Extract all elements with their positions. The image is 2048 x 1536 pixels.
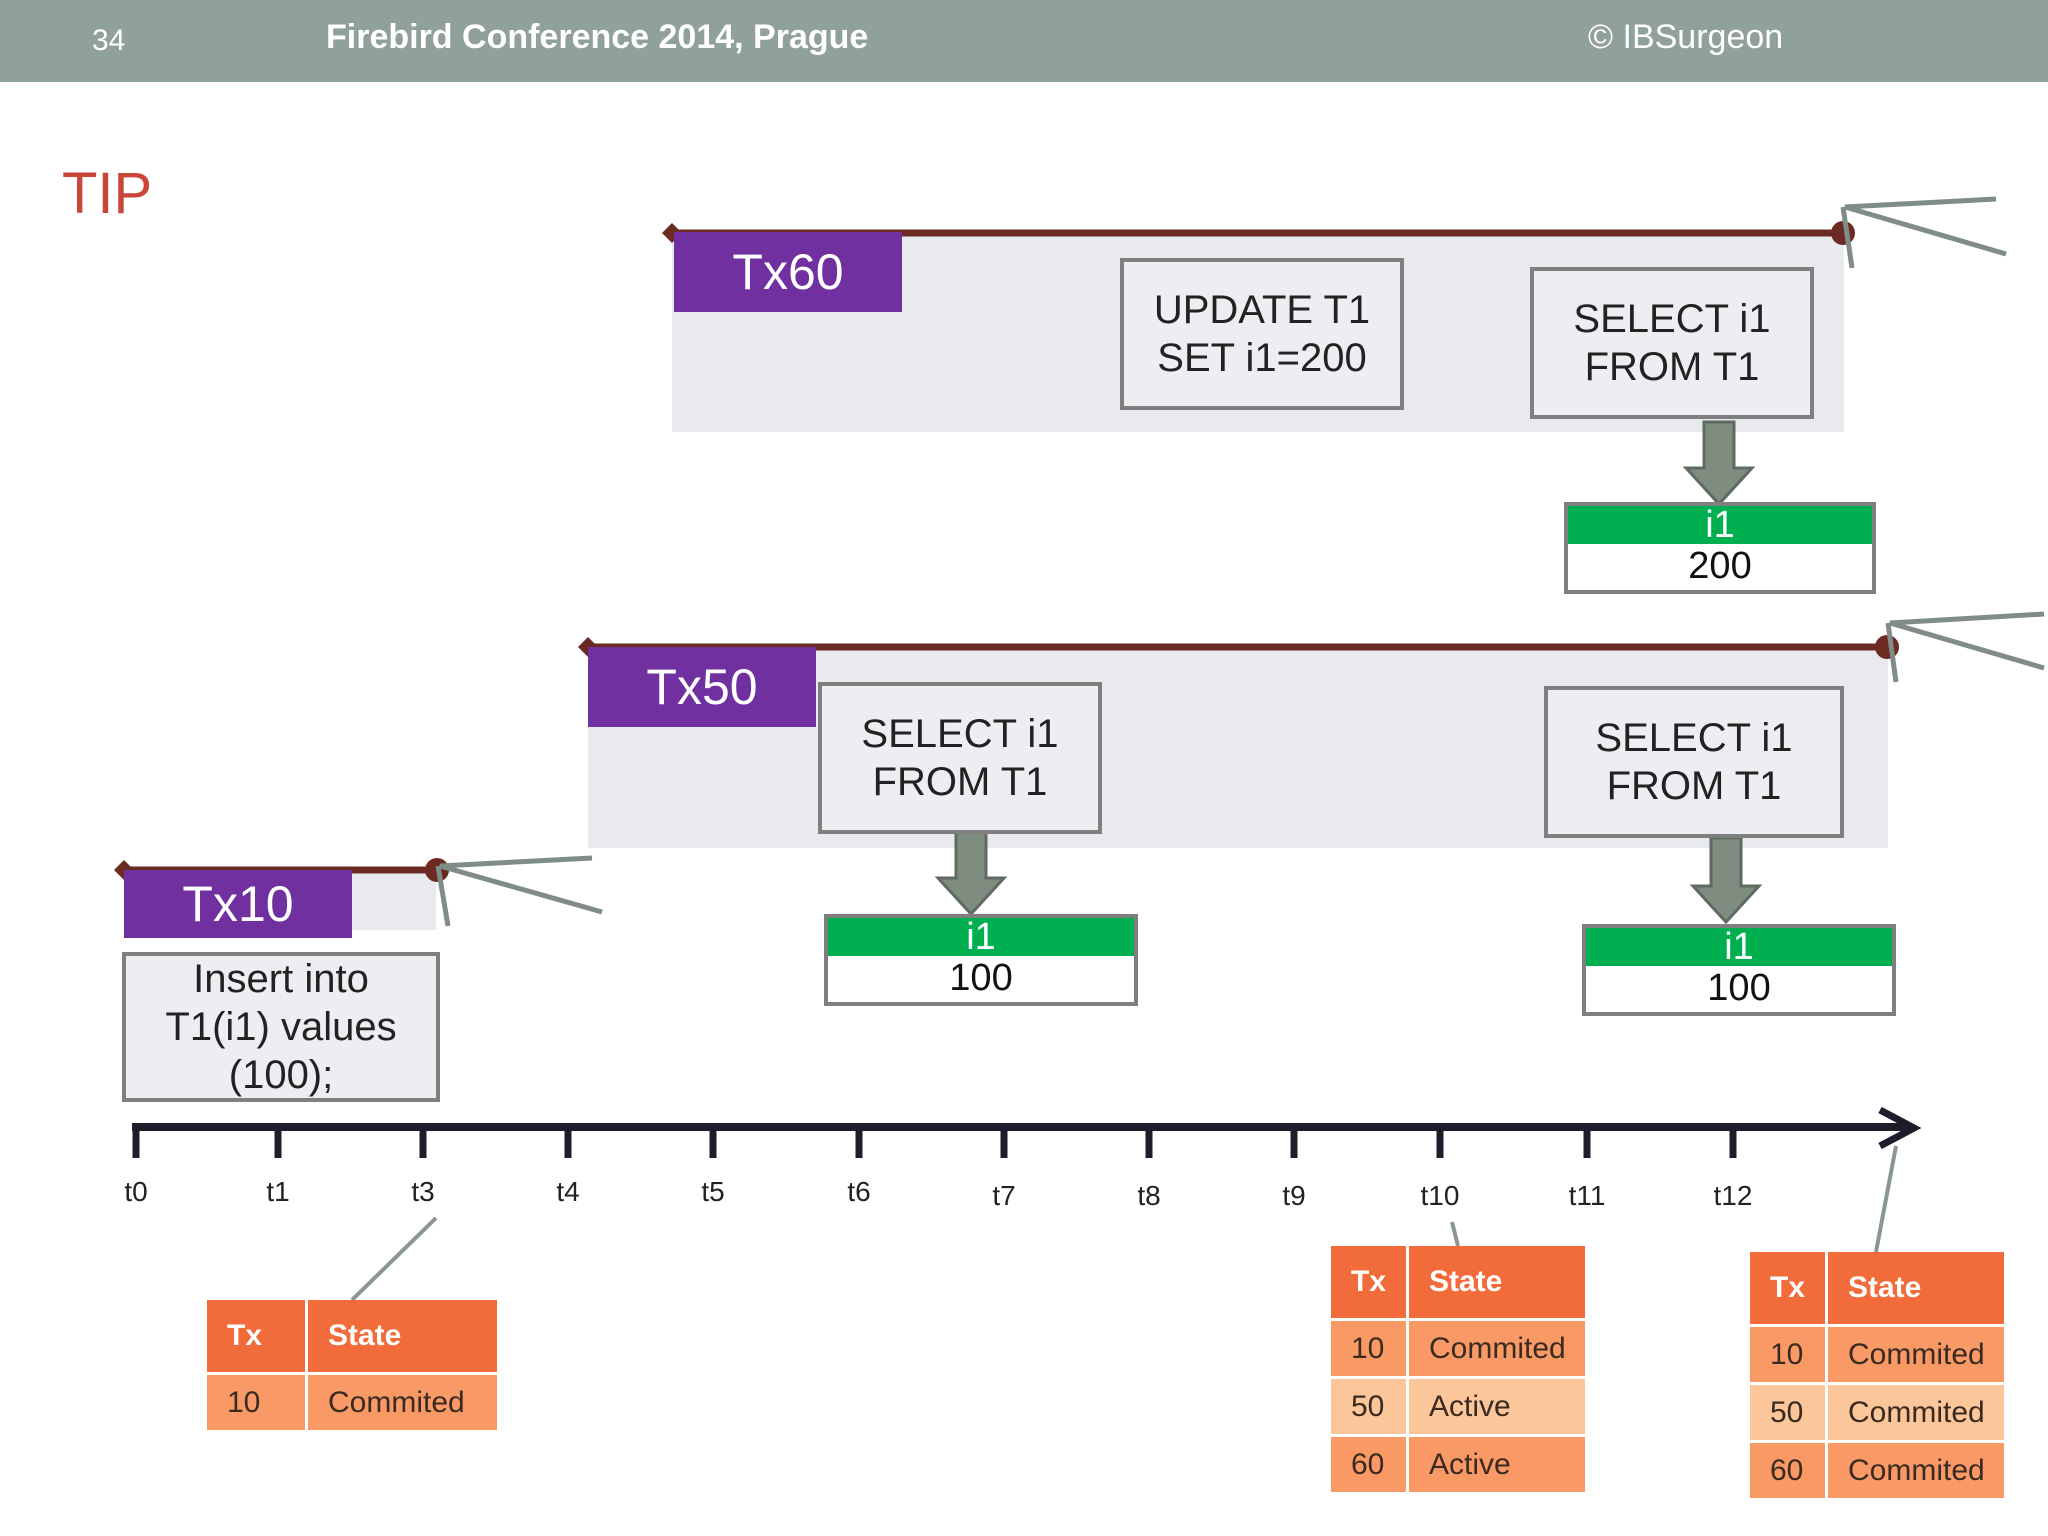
cell-tx: 60 <box>1750 1440 1828 1498</box>
cell-tx: 10 <box>1750 1324 1828 1384</box>
tip-connector <box>1874 1145 1898 1253</box>
timeline-tick-label: t3 <box>411 1176 435 1207</box>
col-header-tx: Tx <box>207 1300 308 1374</box>
timeline-tick-label: t0 <box>124 1176 148 1207</box>
result-field: i1 <box>828 918 1134 956</box>
timeline-axis <box>132 1106 1922 1150</box>
timeline-tick-label: t6 <box>847 1176 871 1207</box>
cell-tx: 10 <box>1331 1318 1409 1378</box>
table-row: 50 Commited <box>1750 1382 2004 1442</box>
tip-table-t3: Tx State 10 Commited <box>207 1300 497 1430</box>
cell-tx: 60 <box>1331 1434 1409 1492</box>
down-arrow-icon <box>934 830 1008 917</box>
op-line: FROM T1 <box>1606 764 1782 808</box>
tx50-select-box-1: SELECT i1 FROM T1 <box>818 682 1102 834</box>
op-line: SELECT i1 <box>1573 297 1771 341</box>
cell-state: Commited <box>1407 1318 1585 1378</box>
tip-connector <box>1450 1221 1460 1247</box>
col-header-state: State <box>1826 1252 2004 1326</box>
tx10-label: Tx10 <box>124 870 352 938</box>
table-row: 10 Commited <box>1750 1324 2004 1384</box>
timeline-tick-label: t9 <box>1282 1180 1306 1211</box>
slide-header: 34 Firebird Conference 2014, Prague © IB… <box>0 0 2048 82</box>
timeline-ticks <box>132 1127 1737 1158</box>
col-header-tx: Tx <box>1331 1246 1409 1320</box>
op-line: T1(i1) values <box>165 1005 397 1049</box>
down-arrow-icon <box>1682 420 1756 507</box>
op-line: SELECT i1 <box>1595 716 1793 760</box>
timeline-tick-label: t5 <box>701 1176 725 1207</box>
op-line: (100); <box>228 1053 334 1097</box>
timeline-tick-label: t8 <box>1137 1180 1161 1211</box>
cell-state: Commited <box>1826 1440 2004 1498</box>
result-value: 200 <box>1688 545 1752 587</box>
result-field: i1 <box>1586 928 1892 966</box>
slide-number: 34 <box>92 24 126 57</box>
tx50-select-box-2: SELECT i1 FROM T1 <box>1544 686 1844 838</box>
down-arrow-icon <box>1689 836 1763 925</box>
cell-state: Commited <box>306 1372 497 1430</box>
op-line: UPDATE T1 <box>1153 288 1371 332</box>
tip-connector <box>350 1216 438 1302</box>
cell-tx: 10 <box>207 1372 308 1430</box>
slide-title: TIP <box>62 161 153 226</box>
table-row: 10 Commited <box>1331 1318 1585 1378</box>
copyright-text: © IBSurgeon <box>1588 18 1784 56</box>
col-header-tx: Tx <box>1750 1252 1828 1326</box>
op-line: FROM T1 <box>872 760 1048 804</box>
tx50-result-box-2: i1 100 <box>1582 924 1896 1016</box>
tx50-result-box-1: i1 100 <box>824 914 1138 1006</box>
tx60-result-box: i1 200 <box>1564 502 1876 594</box>
cell-tx: 50 <box>1331 1376 1409 1436</box>
table-row: 60 Commited <box>1750 1440 2004 1498</box>
timeline-tick-label: t12 <box>1713 1180 1753 1211</box>
cell-state: Active <box>1407 1434 1585 1492</box>
tip-table-end: Tx State 10 Commited 50 Commited 60 Comm… <box>1750 1252 2004 1498</box>
op-line: SET i1=200 <box>1157 336 1367 380</box>
timeline-tick-label: t4 <box>556 1176 580 1207</box>
col-header-state: State <box>1407 1246 1585 1320</box>
cell-state: Commited <box>1826 1324 2004 1384</box>
tx60-label: Tx60 <box>674 232 902 312</box>
timeline-tick-label: t7 <box>992 1180 1016 1211</box>
op-line: SELECT i1 <box>861 712 1059 756</box>
cell-state: Active <box>1407 1376 1585 1436</box>
timeline-tick-label: t11 <box>1568 1180 1606 1211</box>
tx50-label: Tx50 <box>588 647 816 727</box>
table-row: 60 Active <box>1331 1434 1585 1492</box>
col-header-state: State <box>306 1300 497 1374</box>
conference-title: Firebird Conference 2014, Prague <box>326 18 869 56</box>
cell-state: Commited <box>1826 1382 2004 1442</box>
cell-tx: 50 <box>1750 1382 1828 1442</box>
tx60-select-box: SELECT i1 FROM T1 <box>1530 267 1814 419</box>
table-row: 50 Active <box>1331 1376 1585 1436</box>
tx60-update-box: UPDATE T1 SET i1=200 <box>1120 258 1404 410</box>
timeline-tick-label: t1 <box>266 1176 290 1207</box>
table-row: 10 Commited <box>207 1372 497 1430</box>
result-value: 100 <box>1707 967 1771 1009</box>
result-field: i1 <box>1568 506 1872 544</box>
result-value: 100 <box>949 957 1013 999</box>
timeline-tick-label: t10 <box>1420 1180 1460 1211</box>
tip-table-t10: Tx State 10 Commited 50 Active 60 Active <box>1331 1246 1585 1492</box>
tx10-insert-box: Insert into T1(i1) values (100); <box>122 952 440 1102</box>
op-line: FROM T1 <box>1584 345 1760 389</box>
op-line: Insert into <box>193 957 369 1001</box>
